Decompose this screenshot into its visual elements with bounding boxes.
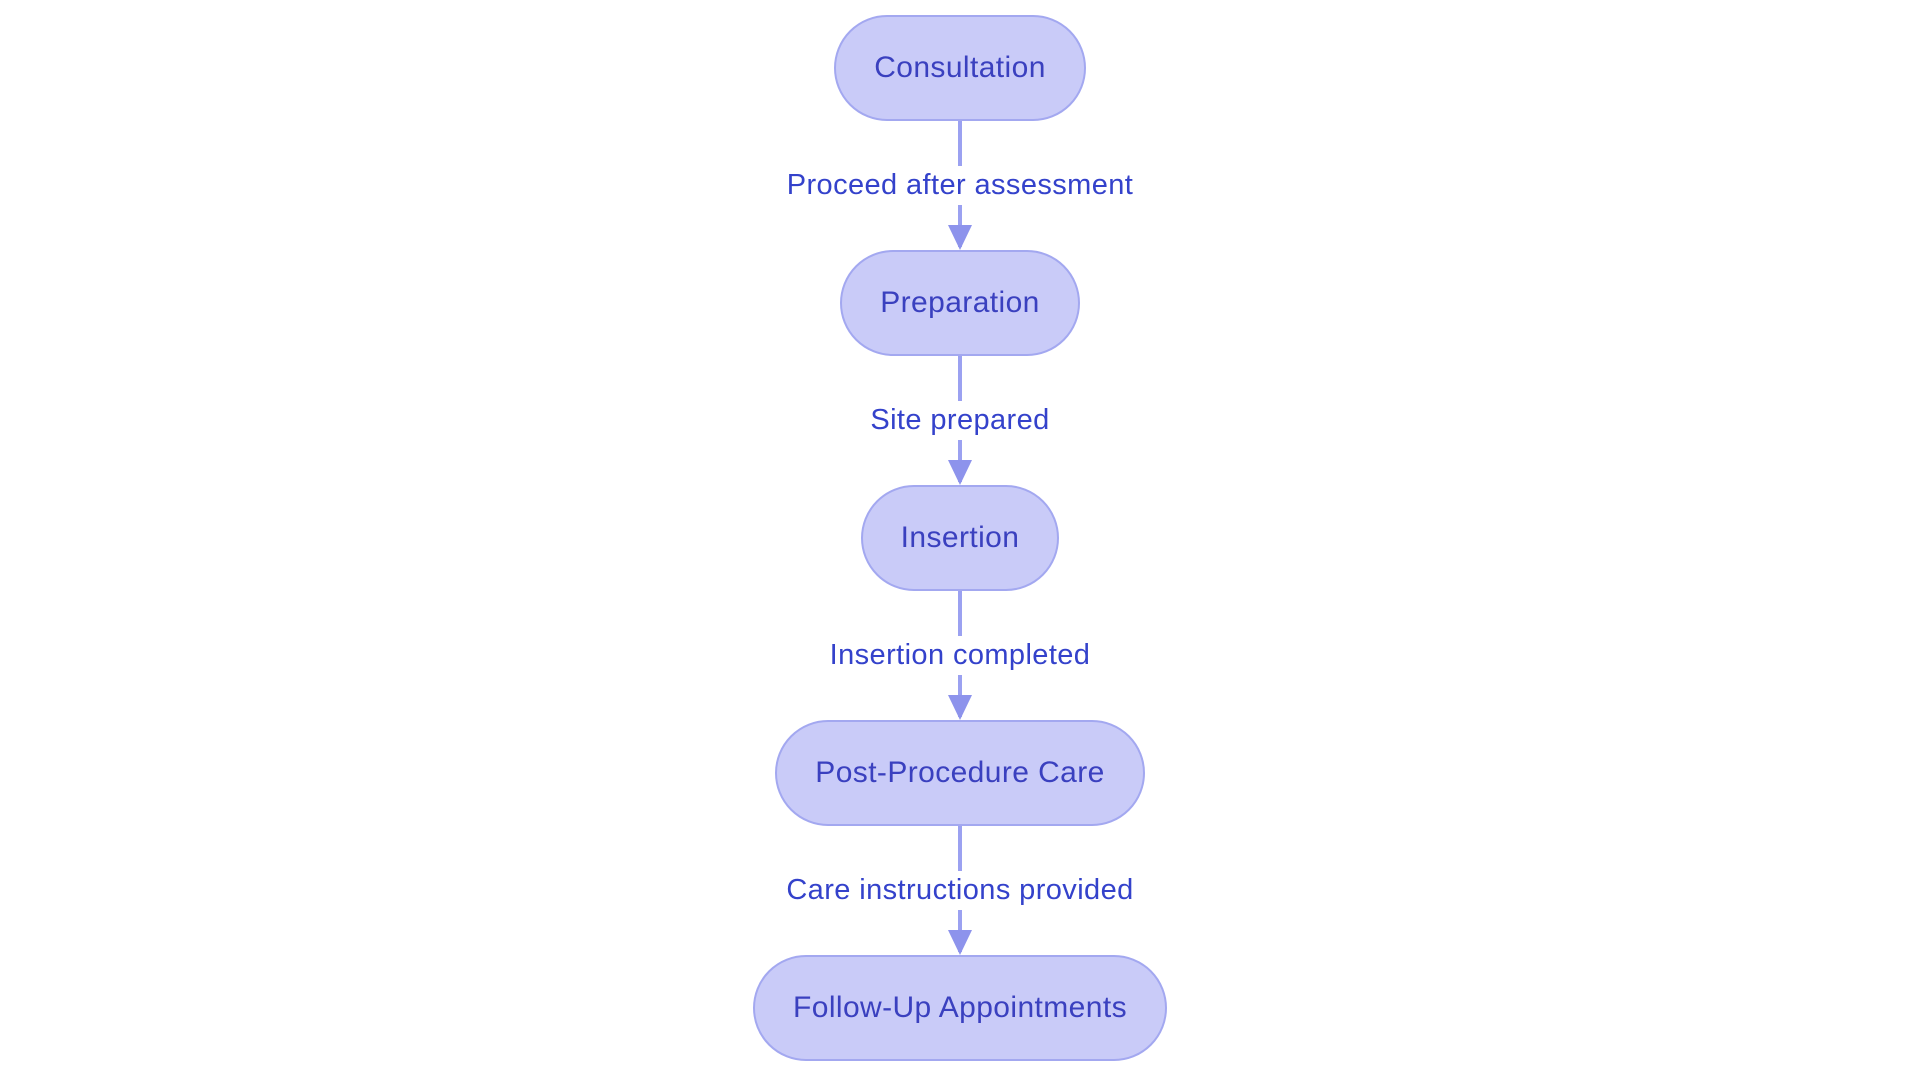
node-label: Post-Procedure Care (815, 756, 1105, 789)
edge-label: Proceed after assessment (774, 166, 1146, 205)
node-post-procedure-care: Post-Procedure Care (775, 720, 1145, 826)
node-consultation: Consultation (834, 15, 1086, 121)
edge-preparation-insertion: Site prepared (610, 356, 1310, 485)
flowchart-column: Consultation Proceed after assessment Pr… (610, 15, 1310, 1061)
edge-label: Site prepared (858, 401, 1062, 440)
node-preparation: Preparation (840, 250, 1080, 356)
arrowhead-down-icon (948, 695, 972, 720)
edge-consultation-preparation: Proceed after assessment (610, 121, 1310, 250)
edge-insertion-post-procedure-care: Insertion completed (610, 591, 1310, 720)
edge-post-procedure-care-follow-up: Care instructions provided (610, 826, 1310, 955)
node-follow-up-appointments: Follow-Up Appointments (753, 955, 1167, 1061)
arrowhead-down-icon (948, 225, 972, 250)
edge-label: Insertion completed (817, 636, 1103, 675)
arrowhead-down-icon (948, 930, 972, 955)
node-label: Insertion (900, 521, 1020, 554)
node-label: Follow-Up Appointments (793, 991, 1127, 1024)
arrowhead-down-icon (948, 460, 972, 485)
node-label: Preparation (880, 286, 1040, 319)
edge-label: Care instructions provided (774, 871, 1146, 910)
node-label: Consultation (874, 51, 1046, 84)
node-insertion: Insertion (860, 485, 1060, 591)
